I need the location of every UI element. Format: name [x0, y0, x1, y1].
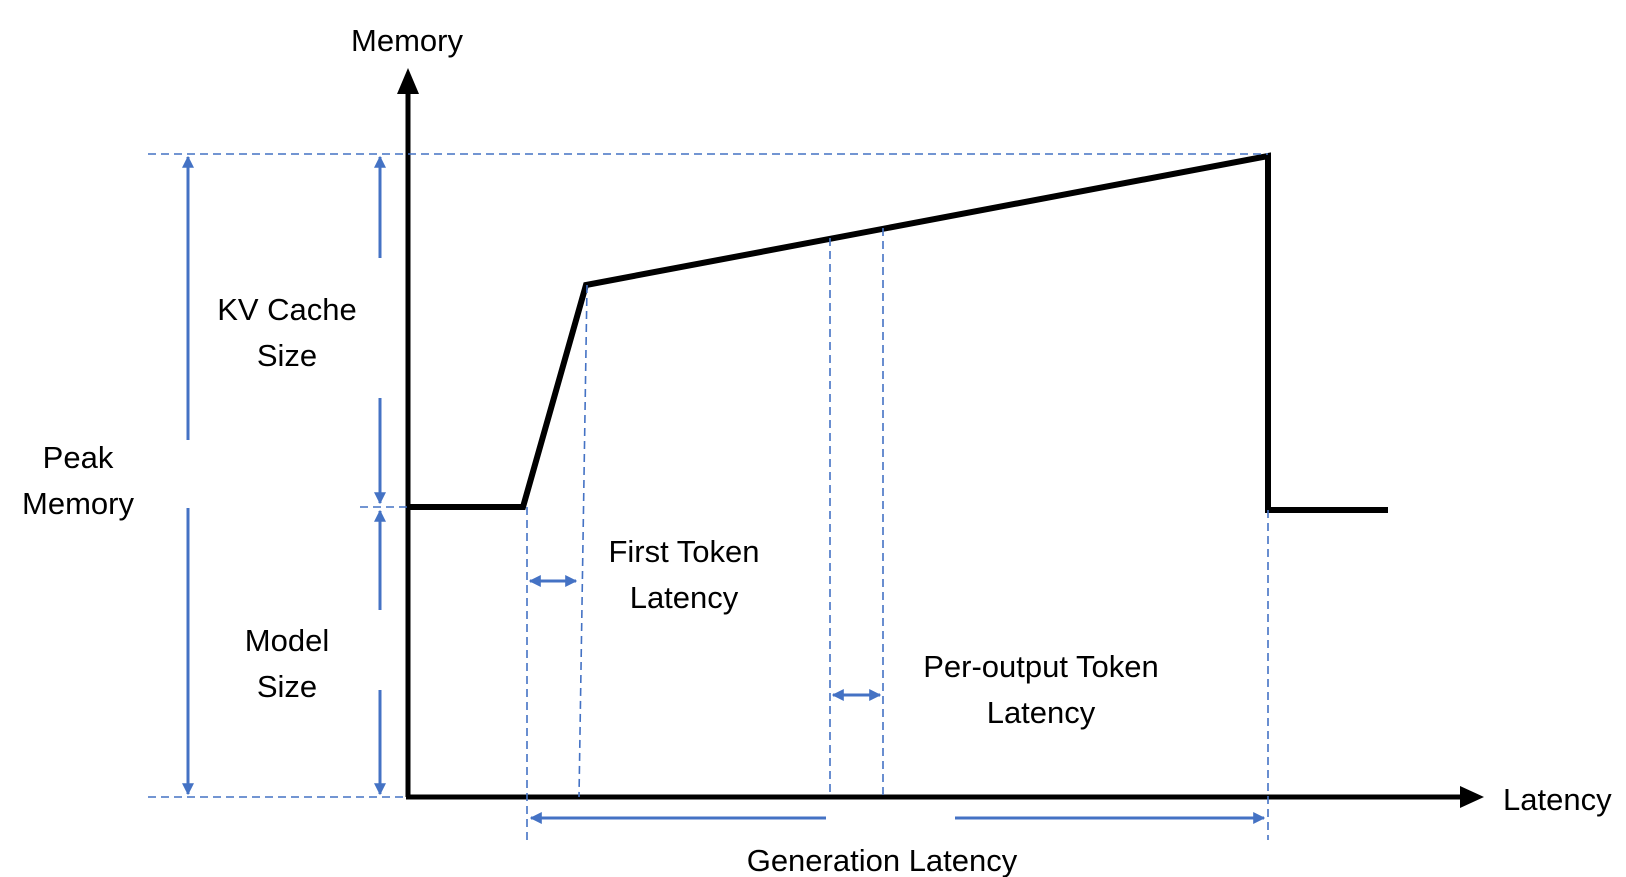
per-output-token-latency-label-line1: Per-output Token — [923, 649, 1159, 684]
per-output-token-latency-label-line2: Latency — [987, 695, 1096, 730]
first-token-latency-label-line2: Latency — [630, 580, 739, 615]
memory-curve — [408, 152, 1388, 513]
x-axis-label: Latency — [1503, 782, 1612, 817]
first-token-end-guide — [578, 284, 588, 798]
peak-memory-label-line1: Peak — [43, 440, 114, 475]
y-axis-arrowhead — [397, 68, 419, 94]
x-axis-arrowhead — [1460, 786, 1484, 808]
generation-latency-label: Generation Latency — [747, 843, 1018, 877]
first-token-latency-label-line1: First Token — [608, 534, 759, 569]
kv-cache-size-label-line2: Size — [257, 338, 317, 373]
kv-cache-size-label-line1: KV Cache — [217, 292, 357, 327]
y-axis-label: Memory — [351, 23, 463, 58]
peak-memory-label-line2: Memory — [22, 486, 134, 521]
vertical-guides — [526, 228, 1269, 840]
horizontal-guides — [148, 153, 1268, 798]
model-size-label-line2: Size — [257, 669, 317, 704]
axes — [397, 68, 1484, 808]
model-size-label-line1: Model — [245, 623, 329, 658]
